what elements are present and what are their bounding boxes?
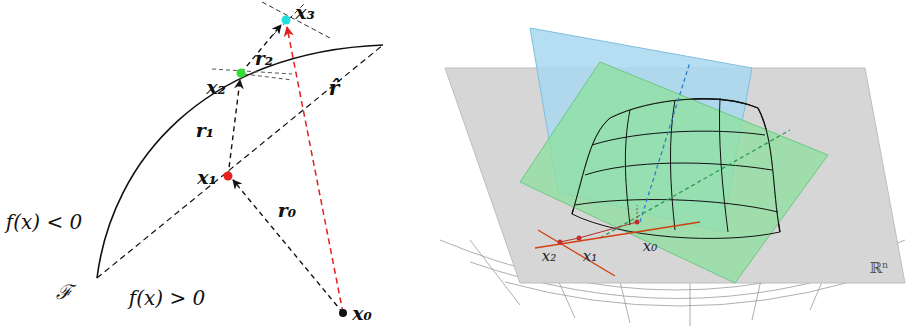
tangent-line	[212, 69, 292, 74]
vector-label: r̂	[329, 78, 340, 98]
space-label: ℝⁿ	[870, 261, 889, 276]
point-label: x₃	[295, 3, 315, 22]
tangent-line	[262, 2, 330, 38]
surface-grid	[572, 98, 780, 238]
point-label: x₀	[643, 239, 657, 254]
vector-label: r₂	[255, 49, 273, 68]
point-label: x₂	[542, 249, 556, 264]
green-dashed-line	[600, 130, 790, 238]
vector-r1	[228, 80, 240, 176]
point-x0	[635, 220, 640, 225]
drop-line	[637, 205, 638, 222]
vector-label: r₀	[278, 201, 296, 220]
boundary-curve	[97, 45, 383, 278]
tangent-red-line	[535, 222, 700, 248]
point-x2	[237, 69, 246, 78]
right-panel	[440, 28, 905, 326]
region-label: f(x) < 0	[6, 212, 82, 232]
tangent-red-line	[538, 230, 615, 276]
point-label: x₂	[206, 78, 226, 97]
step-line	[560, 238, 579, 242]
point-label: x₁	[583, 249, 597, 264]
left-panel	[97, 2, 383, 317]
point-label: x₀	[352, 304, 372, 323]
point-x3	[282, 16, 291, 25]
step-line	[579, 222, 637, 238]
region-label: f(x) > 0	[129, 288, 205, 308]
tangent-line	[244, 74, 292, 80]
blue-dashed-line	[640, 62, 690, 222]
point-x2	[558, 240, 563, 245]
vector-r2	[241, 25, 281, 73]
point-x0	[339, 309, 347, 317]
point-label: x₁	[197, 168, 217, 187]
point-x1	[577, 236, 582, 241]
point-x1	[224, 172, 233, 181]
vector-label: r₁	[196, 121, 214, 140]
vector-r-hat	[287, 27, 343, 313]
vector-r0	[233, 180, 343, 313]
green-plane	[520, 62, 828, 283]
chord-line	[97, 45, 383, 278]
curve-label: ℱ	[56, 282, 72, 302]
